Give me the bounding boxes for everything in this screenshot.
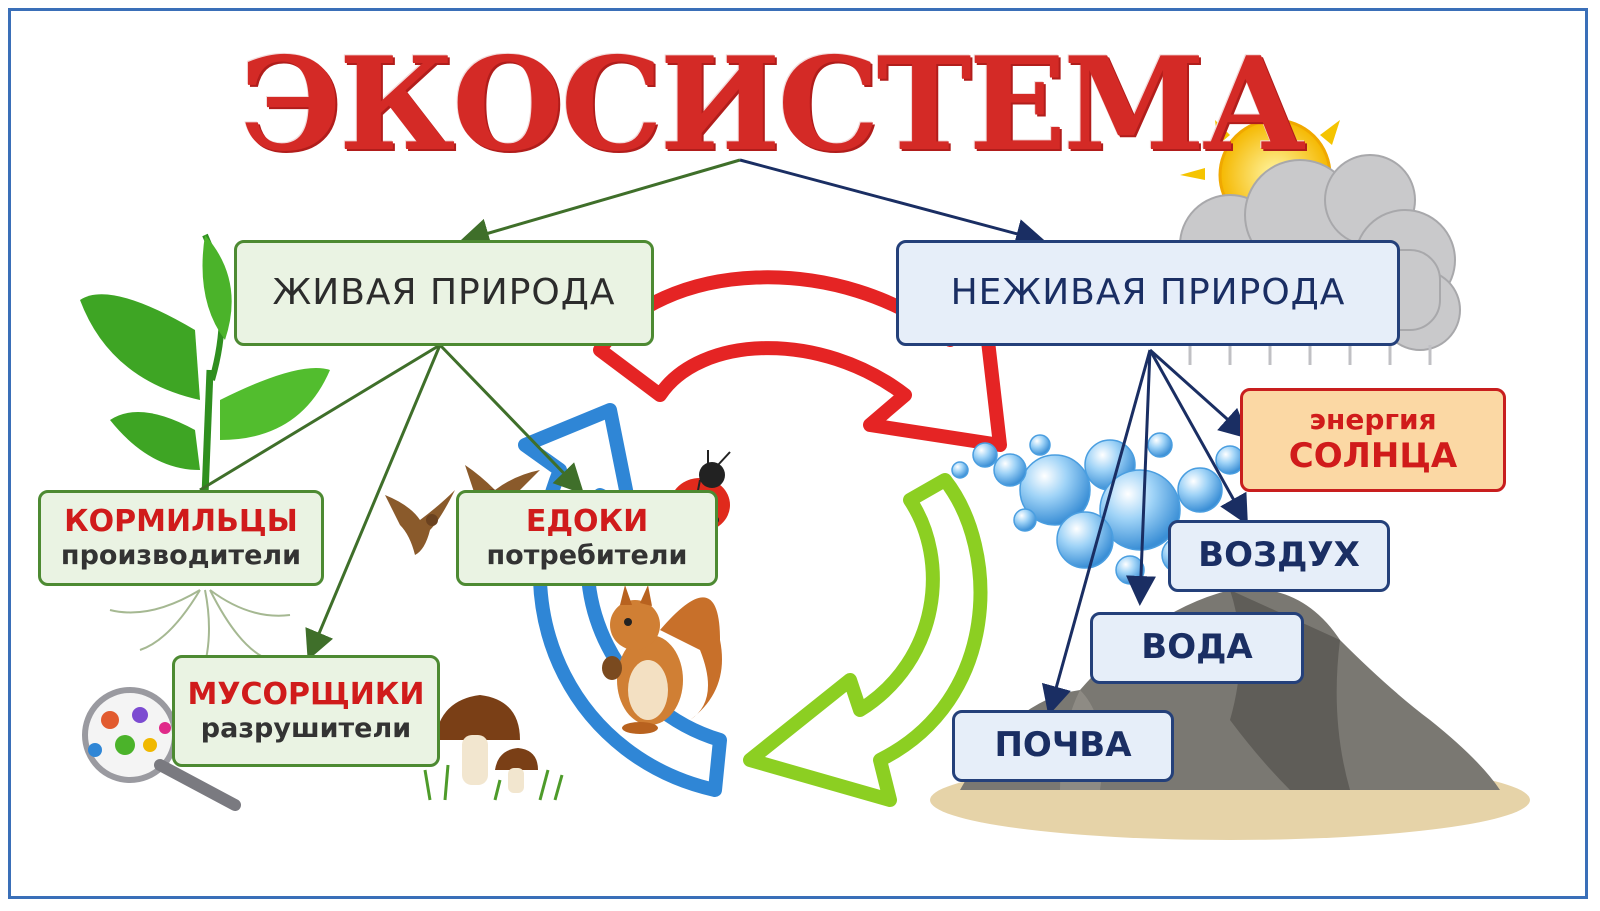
producers-name: КОРМИЛЬЦЫ [64, 504, 298, 540]
decomposers-name: МУСОРЩИКИ [187, 677, 425, 713]
consumers-role: потребители [486, 539, 688, 571]
bubbles-icon [951, 432, 1245, 585]
air-box: ВОЗДУХ [1168, 520, 1390, 592]
sun-energy-box: энергия СОЛНЦА [1240, 388, 1506, 492]
plant-icon [80, 233, 330, 681]
sun-energy-line1: энергия [1309, 403, 1437, 437]
producers-role: производители [60, 539, 302, 571]
living-nature-box: ЖИВАЯ ПРИРОДА [234, 240, 654, 346]
squirrel-icon [602, 585, 722, 734]
connector-lines [199, 158, 1250, 716]
water-label: ВОДА [1141, 627, 1253, 668]
producers-box: КОРМИЛЬЦЫ производители [38, 490, 324, 586]
soil-label: ПОЧВА [994, 725, 1132, 766]
mushroom-icon [423, 695, 564, 801]
nonliving-nature-label: НЕЖИВАЯ ПРИРОДА [950, 272, 1346, 314]
water-box: ВОДА [1090, 612, 1304, 684]
page-title: ЭКОСИСТЕМА [240, 30, 1306, 180]
decomposers-box: МУСОРЩИКИ разрушители [172, 655, 440, 767]
decomposers-role: разрушители [200, 712, 412, 744]
consumers-name: ЕДОКИ [525, 504, 649, 540]
soil-box: ПОЧВА [952, 710, 1174, 782]
living-nature-label: ЖИВАЯ ПРИРОДА [272, 272, 616, 314]
nonliving-nature-box: НЕЖИВАЯ ПРИРОДА [896, 240, 1400, 346]
consumers-box: ЕДОКИ потребители [456, 490, 718, 586]
microbes-magnifier-icon [82, 687, 241, 811]
air-label: ВОЗДУХ [1198, 535, 1360, 576]
sun-energy-line2: СОЛНЦА [1288, 435, 1458, 476]
